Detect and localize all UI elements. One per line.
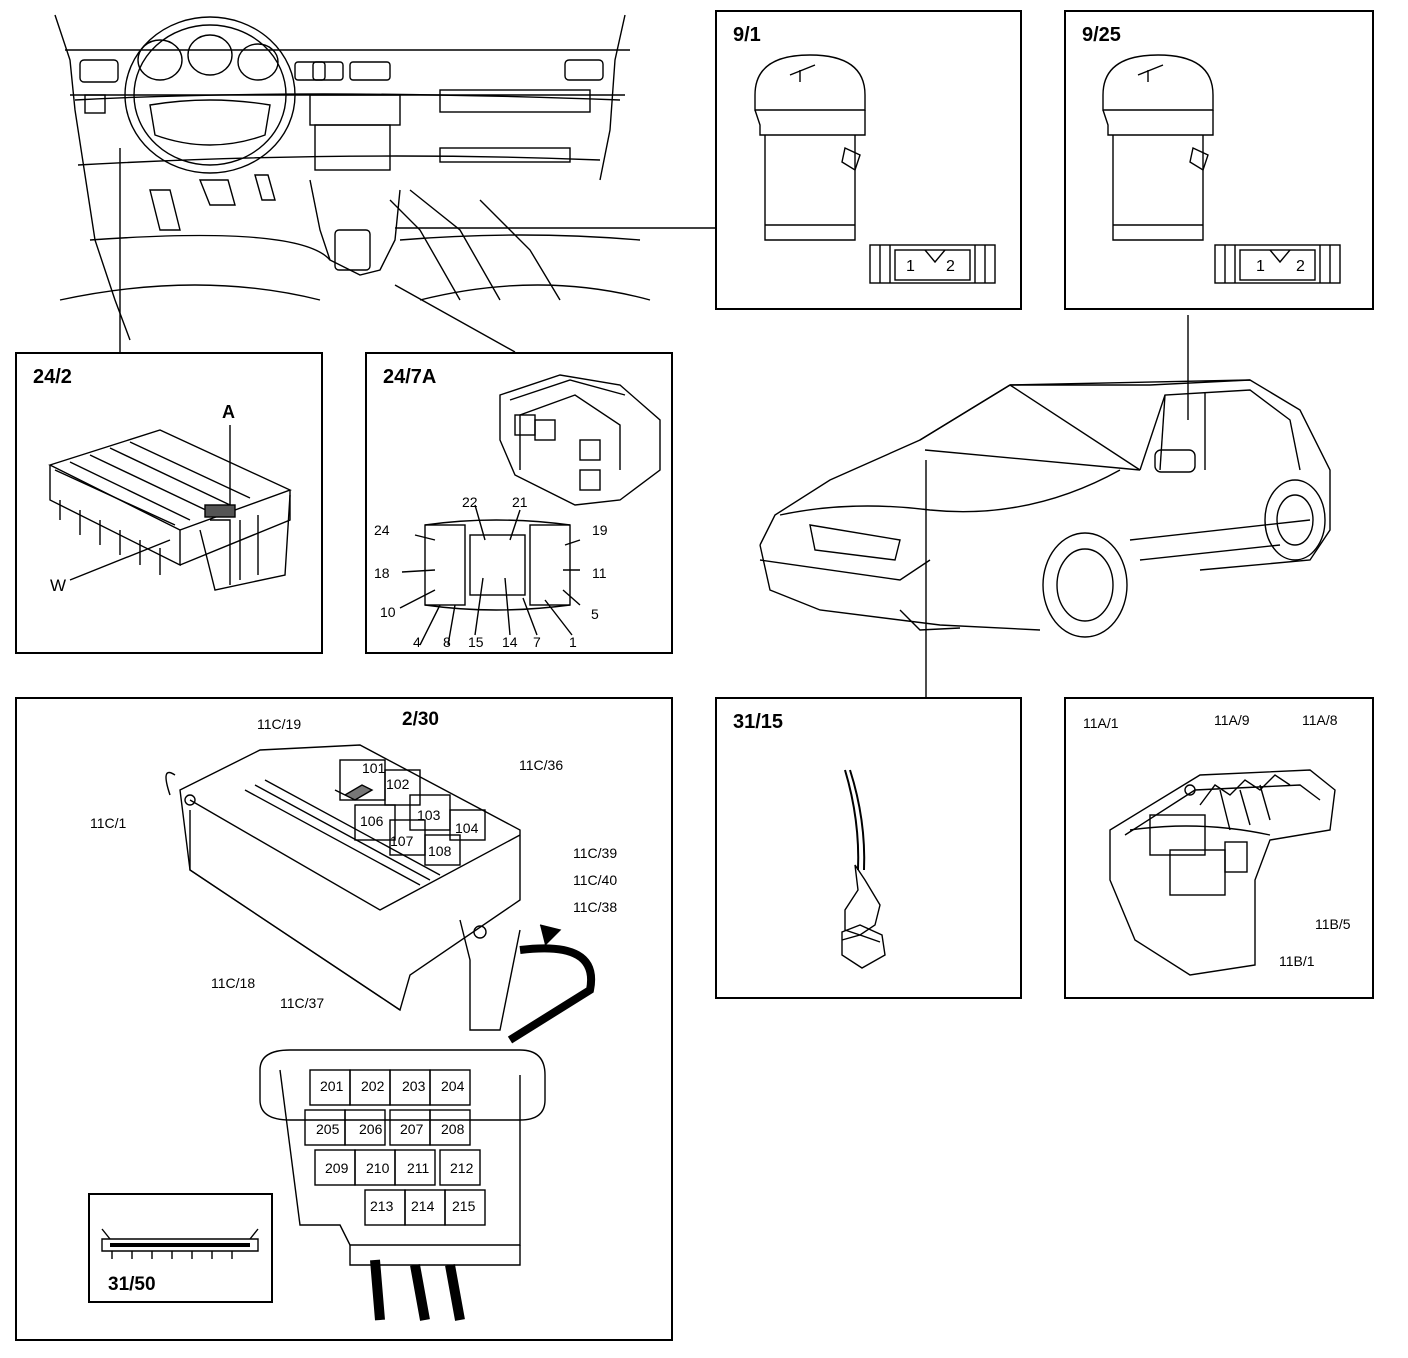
pin-21: 21 [512,494,528,510]
label-11a-1: 11A/1 [1083,715,1119,731]
label-11c-40: 11C/40 [573,872,618,888]
relay-101: 101 [362,760,386,776]
label-11a-9: 11A/9 [1214,712,1250,728]
enginebox-11-drawing [1109,769,1336,976]
pin-10: 10 [380,604,396,620]
panel-11-engine-box [1064,697,1374,999]
label-11a-8: 11A/8 [1302,712,1338,728]
relay-204: 204 [441,1078,465,1094]
car-illustration [759,379,1331,638]
label-11c-38: 11C/38 [573,899,618,915]
relay-203: 203 [402,1078,426,1094]
panel-24-7a: 24/7A [365,352,673,654]
switch-9-25-pin-2: 2 [1296,258,1305,275]
panel-title: 24/2 [33,366,72,388]
panel-24-2: 24/2 [15,352,323,654]
leader-lines [119,148,1189,697]
relay-201: 201 [320,1078,344,1094]
switch-9-1-drawing [754,54,996,284]
ground-31-15-drawing [841,769,886,969]
pin-15: 15 [468,634,484,650]
panel-title: 9/1 [733,24,761,46]
relay-215: 215 [452,1198,476,1214]
relay-102: 102 [386,776,410,792]
label-11c-39: 11C/39 [573,845,618,861]
connector-24-7a-drawing [399,374,661,646]
panel-9-25: 9/25 [1064,10,1374,310]
switch-9-25-pin-1: 1 [1256,258,1265,275]
pin-7: 7 [533,634,541,650]
panel-2-30 [15,697,673,1341]
panel-title: 9/25 [1082,24,1121,46]
label-11c-36: 11C/36 [519,757,564,773]
fusebox-24-2-drawing [48,425,292,591]
switch-9-25-drawing [1102,54,1341,284]
pin-1: 1 [569,634,577,650]
relay-214: 214 [411,1198,435,1214]
connector-31-50-inset [101,1228,259,1259]
dashboard-illustration [54,14,651,341]
pin-8: 8 [443,634,451,650]
panel-title-2-30: 2/30 [402,709,439,730]
relay-207: 207 [400,1121,424,1137]
panel-9-1: 9/1 [715,10,1022,310]
relay-202: 202 [361,1078,385,1094]
relay-211: 211 [407,1160,430,1176]
pin-4: 4 [413,634,421,650]
relay-206: 206 [359,1121,383,1137]
label-11c-37: 11C/37 [280,995,325,1011]
switch-9-1-pin-2: 2 [946,258,955,275]
panel-title: 24/7A [383,366,437,388]
panel-31-15: 31/15 [715,697,1022,999]
label-11c-1: 11C/1 [90,815,127,831]
label-11c-19: 11C/19 [257,716,302,732]
switch-9-1-pin-1: 1 [906,258,915,275]
fusebox-label-a: A [222,402,235,422]
panel-title: 31/15 [733,711,784,733]
pin-24: 24 [374,522,390,538]
label-11b-1: 11B/1 [1279,953,1315,969]
relay-103: 103 [417,807,441,823]
label-11c-18: 11C/18 [211,975,256,991]
pin-18: 18 [374,565,390,581]
panel-title-31-50: 31/50 [108,1274,156,1295]
pin-19: 19 [592,522,608,538]
pin-22: 22 [462,494,478,510]
fusebox-label-w: W [50,576,67,595]
relay-209: 209 [325,1160,349,1176]
relay-205: 205 [316,1121,340,1137]
relay-106: 106 [360,813,384,829]
relay-213: 213 [370,1198,394,1214]
relay-208: 208 [441,1121,465,1137]
relay-108: 108 [428,843,452,859]
relay-block-lower-drawing [259,1049,546,1321]
relay-210: 210 [366,1160,390,1176]
pin-14: 14 [502,634,518,650]
label-11b-5: 11B/5 [1315,916,1351,932]
pin-11: 11 [592,565,607,581]
panel-31-50 [88,1193,273,1303]
pin-5: 5 [591,606,599,622]
relaybox-2-30-drawing [165,744,596,1044]
relay-104: 104 [455,820,479,836]
relay-107: 107 [390,833,414,849]
relay-212: 212 [450,1160,474,1176]
